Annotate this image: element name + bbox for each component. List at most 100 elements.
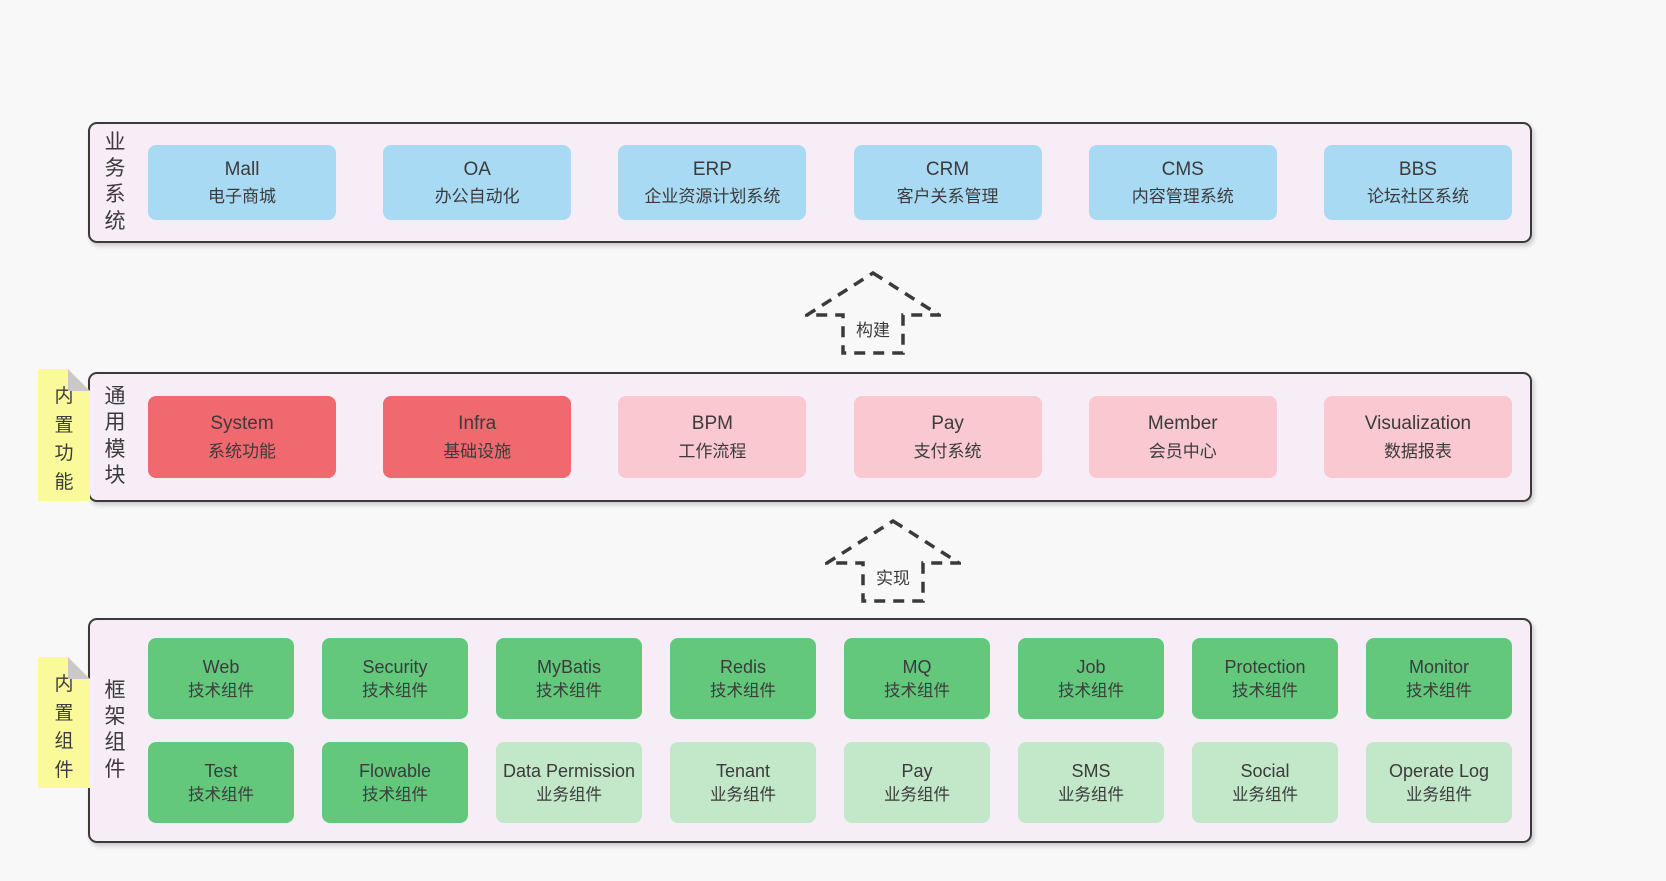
component-desc: 业务组件 bbox=[536, 785, 602, 804]
folded-corner-icon bbox=[68, 657, 90, 679]
component-desc: 业务组件 bbox=[1058, 785, 1124, 804]
component-name: Flowable bbox=[358, 760, 432, 781]
component-name: Web bbox=[202, 656, 240, 677]
component-name: ERP bbox=[692, 158, 732, 180]
component-name: CRM bbox=[925, 158, 970, 180]
component-name: Redis bbox=[719, 656, 767, 677]
common-modules-band: 通用模块 System 系统功能 Infra 基础设施 BPM 工作流程 bbox=[88, 372, 1532, 502]
component-name: Member bbox=[1147, 413, 1218, 435]
sticky-note-text: 内置功能 bbox=[54, 386, 74, 493]
component-box: OA 办公自动化 bbox=[383, 145, 572, 220]
component-box: BPM 工作流程 bbox=[618, 396, 807, 478]
sticky-note-builtin-components: 内置组件 bbox=[38, 657, 90, 788]
component-box: BBS 论坛社区系统 bbox=[1323, 145, 1512, 220]
component-box: Operate Log 业务组件 bbox=[1366, 742, 1512, 823]
component-name: Security bbox=[362, 656, 428, 677]
component-desc: 业务组件 bbox=[884, 785, 950, 804]
component-desc: 技术组件 bbox=[710, 681, 776, 700]
component-name: Operate Log bbox=[1388, 760, 1490, 781]
business-boxes: Mall 电子商城 OA 办公自动化 ERP 企业资源计划系统 CRM 客户关系… bbox=[90, 124, 1530, 241]
component-name: OA bbox=[463, 158, 491, 180]
component-desc: 技术组件 bbox=[1406, 681, 1472, 700]
component-name: Job bbox=[1076, 656, 1106, 677]
sticky-note-text: 内置组件 bbox=[54, 674, 74, 781]
component-desc: 业务组件 bbox=[1406, 785, 1472, 804]
component-box: Test 技术组件 bbox=[148, 742, 294, 823]
component-name: Social bbox=[1240, 760, 1290, 781]
component-box: Social 业务组件 bbox=[1192, 742, 1338, 823]
component-box: SMS 业务组件 bbox=[1018, 742, 1164, 823]
component-box: System 系统功能 bbox=[148, 396, 336, 478]
component-desc: 客户关系管理 bbox=[896, 187, 999, 207]
component-box: Data Permission 业务组件 bbox=[496, 742, 642, 823]
component-name: BBS bbox=[1398, 158, 1437, 180]
component-desc: 技术组件 bbox=[884, 681, 950, 700]
implement-arrow: 实现 bbox=[825, 519, 961, 603]
component-box: Pay 业务组件 bbox=[844, 742, 990, 823]
component-desc: 技术组件 bbox=[188, 785, 254, 804]
component-box: ERP 企业资源计划系统 bbox=[618, 145, 807, 220]
component-desc: 会员中心 bbox=[1148, 441, 1217, 461]
dashed-up-arrow-icon bbox=[825, 519, 961, 603]
component-name: System bbox=[210, 413, 274, 435]
component-desc: 办公自动化 bbox=[434, 187, 520, 207]
component-box: CMS 内容管理系统 bbox=[1088, 145, 1277, 220]
component-box: Security 技术组件 bbox=[322, 638, 468, 719]
component-desc: 技术组件 bbox=[1058, 681, 1124, 700]
component-desc: 技术组件 bbox=[362, 681, 428, 700]
component-desc: 电子商城 bbox=[208, 187, 276, 207]
component-desc: 技术组件 bbox=[536, 681, 602, 700]
framework-row-2: Test 技术组件 Flowable 技术组件 Data Permission … bbox=[148, 742, 1512, 823]
band-label-business: 业务系统 bbox=[104, 130, 126, 233]
component-desc: 企业资源计划系统 bbox=[644, 187, 781, 207]
component-name: Mall bbox=[224, 158, 260, 180]
component-desc: 基础设施 bbox=[443, 441, 512, 461]
framework-row-1: Web 技术组件 Security 技术组件 MyBatis 技术组件 bbox=[148, 638, 1512, 719]
component-name: Visualization bbox=[1364, 413, 1472, 435]
component-box: Monitor 技术组件 bbox=[1366, 638, 1512, 719]
component-box: MQ 技术组件 bbox=[844, 638, 990, 719]
component-box: Flowable 技术组件 bbox=[322, 742, 468, 823]
component-box: CRM 客户关系管理 bbox=[853, 145, 1042, 220]
component-name: MQ bbox=[902, 656, 932, 677]
build-arrow-label: 构建 bbox=[853, 315, 893, 342]
component-name: Data Permission bbox=[502, 760, 636, 781]
component-desc: 系统功能 bbox=[208, 441, 276, 461]
component-name: Monitor bbox=[1408, 656, 1470, 677]
component-box: Mall 电子商城 bbox=[148, 145, 336, 220]
component-name: MyBatis bbox=[536, 656, 601, 677]
component-name: Infra bbox=[458, 413, 497, 435]
component-box: Protection 技术组件 bbox=[1192, 638, 1338, 719]
component-desc: 数据报表 bbox=[1383, 441, 1452, 461]
component-desc: 支付系统 bbox=[913, 441, 982, 461]
component-desc: 业务组件 bbox=[710, 785, 776, 804]
business-systems-band: 业务系统 Mall 电子商城 OA 办公自动化 ERP 企业资源计划系统 bbox=[88, 122, 1532, 243]
component-name: Pay bbox=[931, 413, 964, 435]
sticky-note-builtin-features: 内置功能 bbox=[38, 369, 90, 501]
component-desc: 技术组件 bbox=[1232, 681, 1298, 700]
component-box: Pay 支付系统 bbox=[853, 396, 1042, 478]
component-box: Tenant 业务组件 bbox=[670, 742, 816, 823]
component-desc: 工作流程 bbox=[678, 441, 747, 461]
component-box: MyBatis 技术组件 bbox=[496, 638, 642, 719]
component-name: Test bbox=[204, 760, 238, 781]
module-boxes: System 系统功能 Infra 基础设施 BPM 工作流程 Pay 支付系统 bbox=[90, 374, 1530, 500]
component-name: Tenant bbox=[715, 760, 771, 781]
component-desc: 内容管理系统 bbox=[1131, 187, 1234, 207]
component-box: Visualization 数据报表 bbox=[1323, 396, 1512, 478]
component-desc: 技术组件 bbox=[362, 785, 428, 804]
component-box: Member 会员中心 bbox=[1088, 396, 1277, 478]
folded-corner-icon bbox=[68, 369, 90, 391]
implement-arrow-label: 实现 bbox=[873, 563, 913, 590]
component-name: BPM bbox=[691, 413, 733, 435]
component-desc: 技术组件 bbox=[188, 681, 254, 700]
component-desc: 业务组件 bbox=[1232, 785, 1298, 804]
component-desc: 论坛社区系统 bbox=[1366, 187, 1469, 207]
component-box: Web 技术组件 bbox=[148, 638, 294, 719]
dashed-up-arrow-icon bbox=[805, 271, 941, 355]
framework-components-band: 框架组件 Web 技术组件 Security 技术组件 MyBatis bbox=[88, 618, 1532, 843]
component-box: Job 技术组件 bbox=[1018, 638, 1164, 719]
band-label-framework: 框架组件 bbox=[104, 678, 126, 781]
framework-boxes: Web 技术组件 Security 技术组件 MyBatis 技术组件 bbox=[90, 620, 1530, 841]
